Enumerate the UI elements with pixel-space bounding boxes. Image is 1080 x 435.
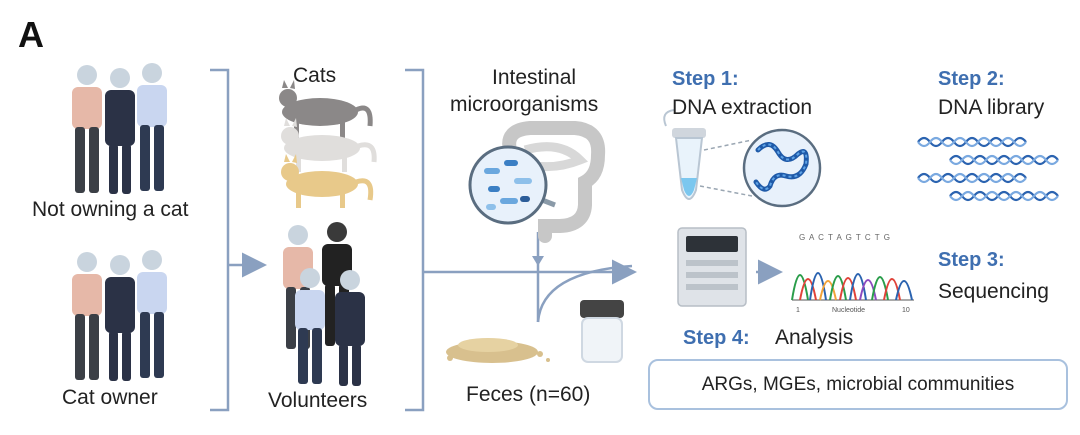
left-bracket — [210, 68, 230, 412]
microbes-magnifier-icon — [468, 145, 548, 225]
sample-jar-icon — [580, 300, 624, 363]
feces-sample-icon — [446, 338, 550, 363]
merge-marker — [532, 256, 544, 266]
chromatogram-tick-start: 1 — [796, 307, 800, 314]
analysis-result-text: ARGs, MGEs, microbial communities — [701, 373, 1015, 395]
step4-desc: Analysis — [775, 326, 854, 349]
label-feces: Feces (n=60) — [466, 383, 591, 406]
step1-desc: DNA extraction — [672, 96, 813, 119]
cats-icon — [279, 80, 377, 208]
label-cat-owner: Cat owner — [62, 386, 158, 409]
feces-curve — [536, 264, 633, 323]
label-microorganisms: microorganisms — [450, 93, 599, 116]
step4-title: Step 4: — [683, 327, 750, 349]
step1-title: Step 1: — [672, 68, 739, 90]
chromatogram-tick-end: 10 — [902, 307, 910, 314]
volunteers-icon — [283, 222, 365, 386]
step3-desc: Sequencing — [938, 280, 1049, 303]
analysis-result-box: ARGs, MGEs, microbial communities — [648, 359, 1068, 410]
dna-circle-icon — [742, 128, 822, 208]
chromatogram-sequence: G A C T A G T C T G — [799, 233, 891, 242]
sequencer-icon — [677, 227, 747, 307]
extraction-tube-icon — [663, 109, 706, 200]
dna-library-icon — [917, 136, 1059, 202]
step3-title: Step 3: — [938, 249, 1005, 271]
label-cats: Cats — [293, 64, 337, 87]
chromatogram-xlabel: Nucleotide — [832, 307, 865, 314]
right-bracket — [405, 68, 425, 412]
chromatogram-chart: G A C T A G T C T G 1 Nucleotide 10 — [791, 233, 914, 314]
label-volunteers: Volunteers — [268, 389, 368, 412]
panel-letter: A — [18, 14, 44, 55]
step2-desc: DNA library — [938, 96, 1045, 119]
label-intestinal: Intestinal — [492, 66, 577, 89]
people-not-owning-icon — [72, 63, 167, 194]
label-not-owning: Not owning a cat — [32, 198, 189, 221]
step2-title: Step 2: — [938, 68, 1005, 90]
people-cat-owner-icon — [72, 250, 167, 381]
